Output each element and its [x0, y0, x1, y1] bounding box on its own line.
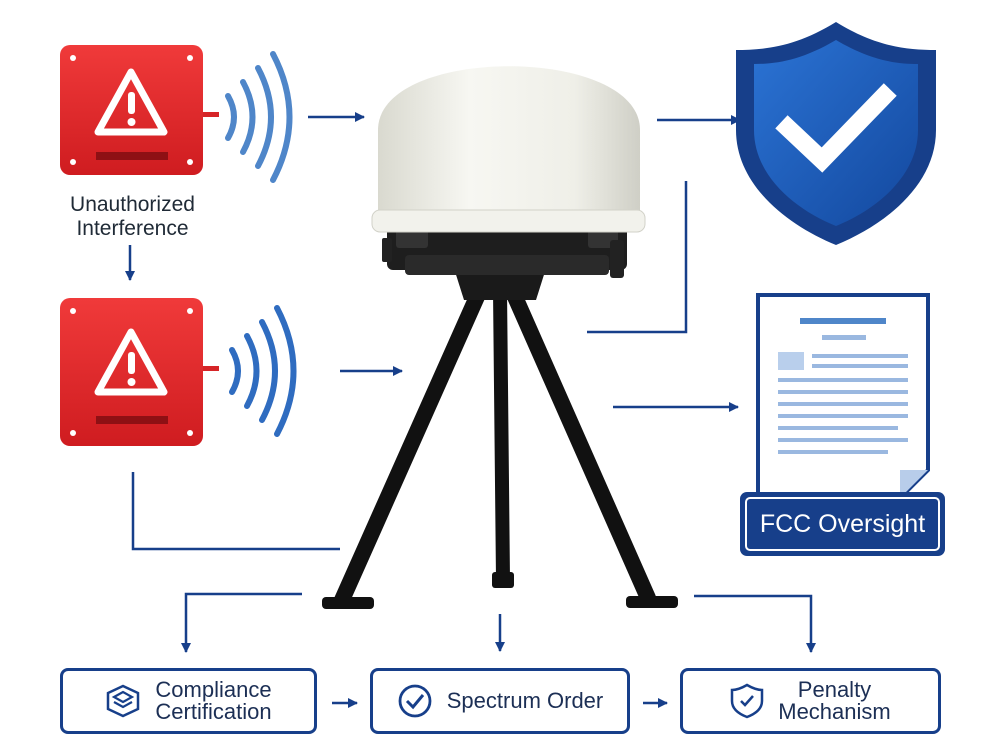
document-icon	[756, 293, 930, 500]
radio-wave-icon	[229, 305, 297, 437]
interference-label: Unauthorized Interference	[45, 193, 220, 241]
interference-label-line2: Interference	[76, 217, 189, 240]
box-line1: Penalty	[797, 677, 872, 702]
radio-wave-icon	[225, 51, 293, 183]
warning-panel-top	[60, 45, 219, 175]
box-line2: Certification	[155, 699, 272, 724]
warning-icon	[94, 68, 168, 136]
shield-check-icon	[736, 22, 936, 245]
warning-icon	[94, 328, 168, 396]
fcc-oversight-badge: FCC Oversight	[740, 492, 945, 556]
compliance-certification-box: Compliance Certification	[60, 668, 317, 734]
layers-icon	[107, 684, 140, 718]
spectrum-order-box: Spectrum Order	[370, 668, 630, 734]
interference-label-line1: Unauthorized	[70, 193, 195, 216]
shield-check-icon	[731, 683, 764, 719]
spectrum-order-text: Spectrum Order	[447, 690, 604, 712]
check-circle-icon	[398, 684, 432, 718]
penalty-mechanism-box: Penalty Mechanism	[680, 668, 941, 734]
compliance-certification-text: Compliance Certification	[155, 679, 271, 723]
fcc-oversight-label: FCC Oversight	[745, 497, 940, 551]
box-line2: Mechanism	[778, 699, 891, 724]
penalty-mechanism-text: Penalty Mechanism	[778, 679, 890, 723]
connectors	[125, 112, 816, 708]
warning-panel-bottom	[60, 298, 219, 446]
box-line1: Compliance	[155, 677, 272, 702]
antenna-dome-icon	[322, 66, 678, 609]
box-line1: Spectrum Order	[446, 688, 604, 713]
